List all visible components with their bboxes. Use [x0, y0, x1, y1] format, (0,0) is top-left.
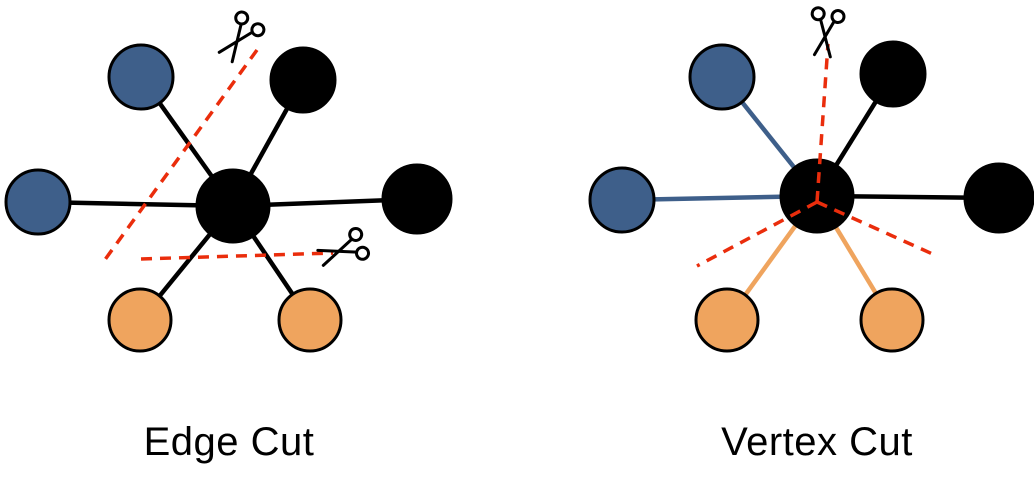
graph-node-black-top-right [859, 40, 927, 108]
cut-line [140, 251, 334, 261]
graph-node-black-top-right [269, 46, 337, 114]
graph-node-orange-bottom-left [107, 287, 173, 353]
scissors-handle [234, 10, 250, 26]
scissors-handle [810, 6, 826, 22]
scissors-handle [355, 245, 371, 261]
scissors-blade [321, 237, 354, 267]
scissors-handle [830, 9, 846, 25]
vertex-cut-group [588, 6, 1034, 353]
scissors-blade [230, 22, 243, 64]
scissors-icon [217, 10, 266, 64]
graph-node-black-right [963, 162, 1034, 234]
graph-node-blue-top-left [688, 43, 756, 111]
graph-node-center [195, 168, 271, 244]
cut-line [816, 200, 938, 258]
cut-line [696, 200, 818, 268]
graph-node-blue-top-left [107, 43, 175, 111]
graph-node-black-right [381, 163, 453, 235]
scissors-icon [316, 226, 371, 267]
cut-line [102, 48, 259, 263]
scissors-blade [818, 17, 832, 59]
graph-node-orange-bottom-right [277, 287, 343, 353]
scissors-handle [348, 226, 364, 242]
edge-cut-label: Edge Cut [143, 420, 315, 464]
graph-node-blue-left [4, 168, 72, 236]
edge-cut-group [4, 10, 453, 353]
scissors-icon [810, 6, 846, 59]
graph-node-orange-bottom-right [859, 287, 925, 353]
graph-node-blue-left [588, 166, 656, 234]
graph-node-orange-bottom-left [694, 287, 760, 353]
scissors-handle [250, 22, 266, 38]
cut-line [815, 43, 830, 203]
vertex-cut-label: Vertex Cut [721, 420, 913, 464]
diagram-canvas [4, 6, 1034, 353]
